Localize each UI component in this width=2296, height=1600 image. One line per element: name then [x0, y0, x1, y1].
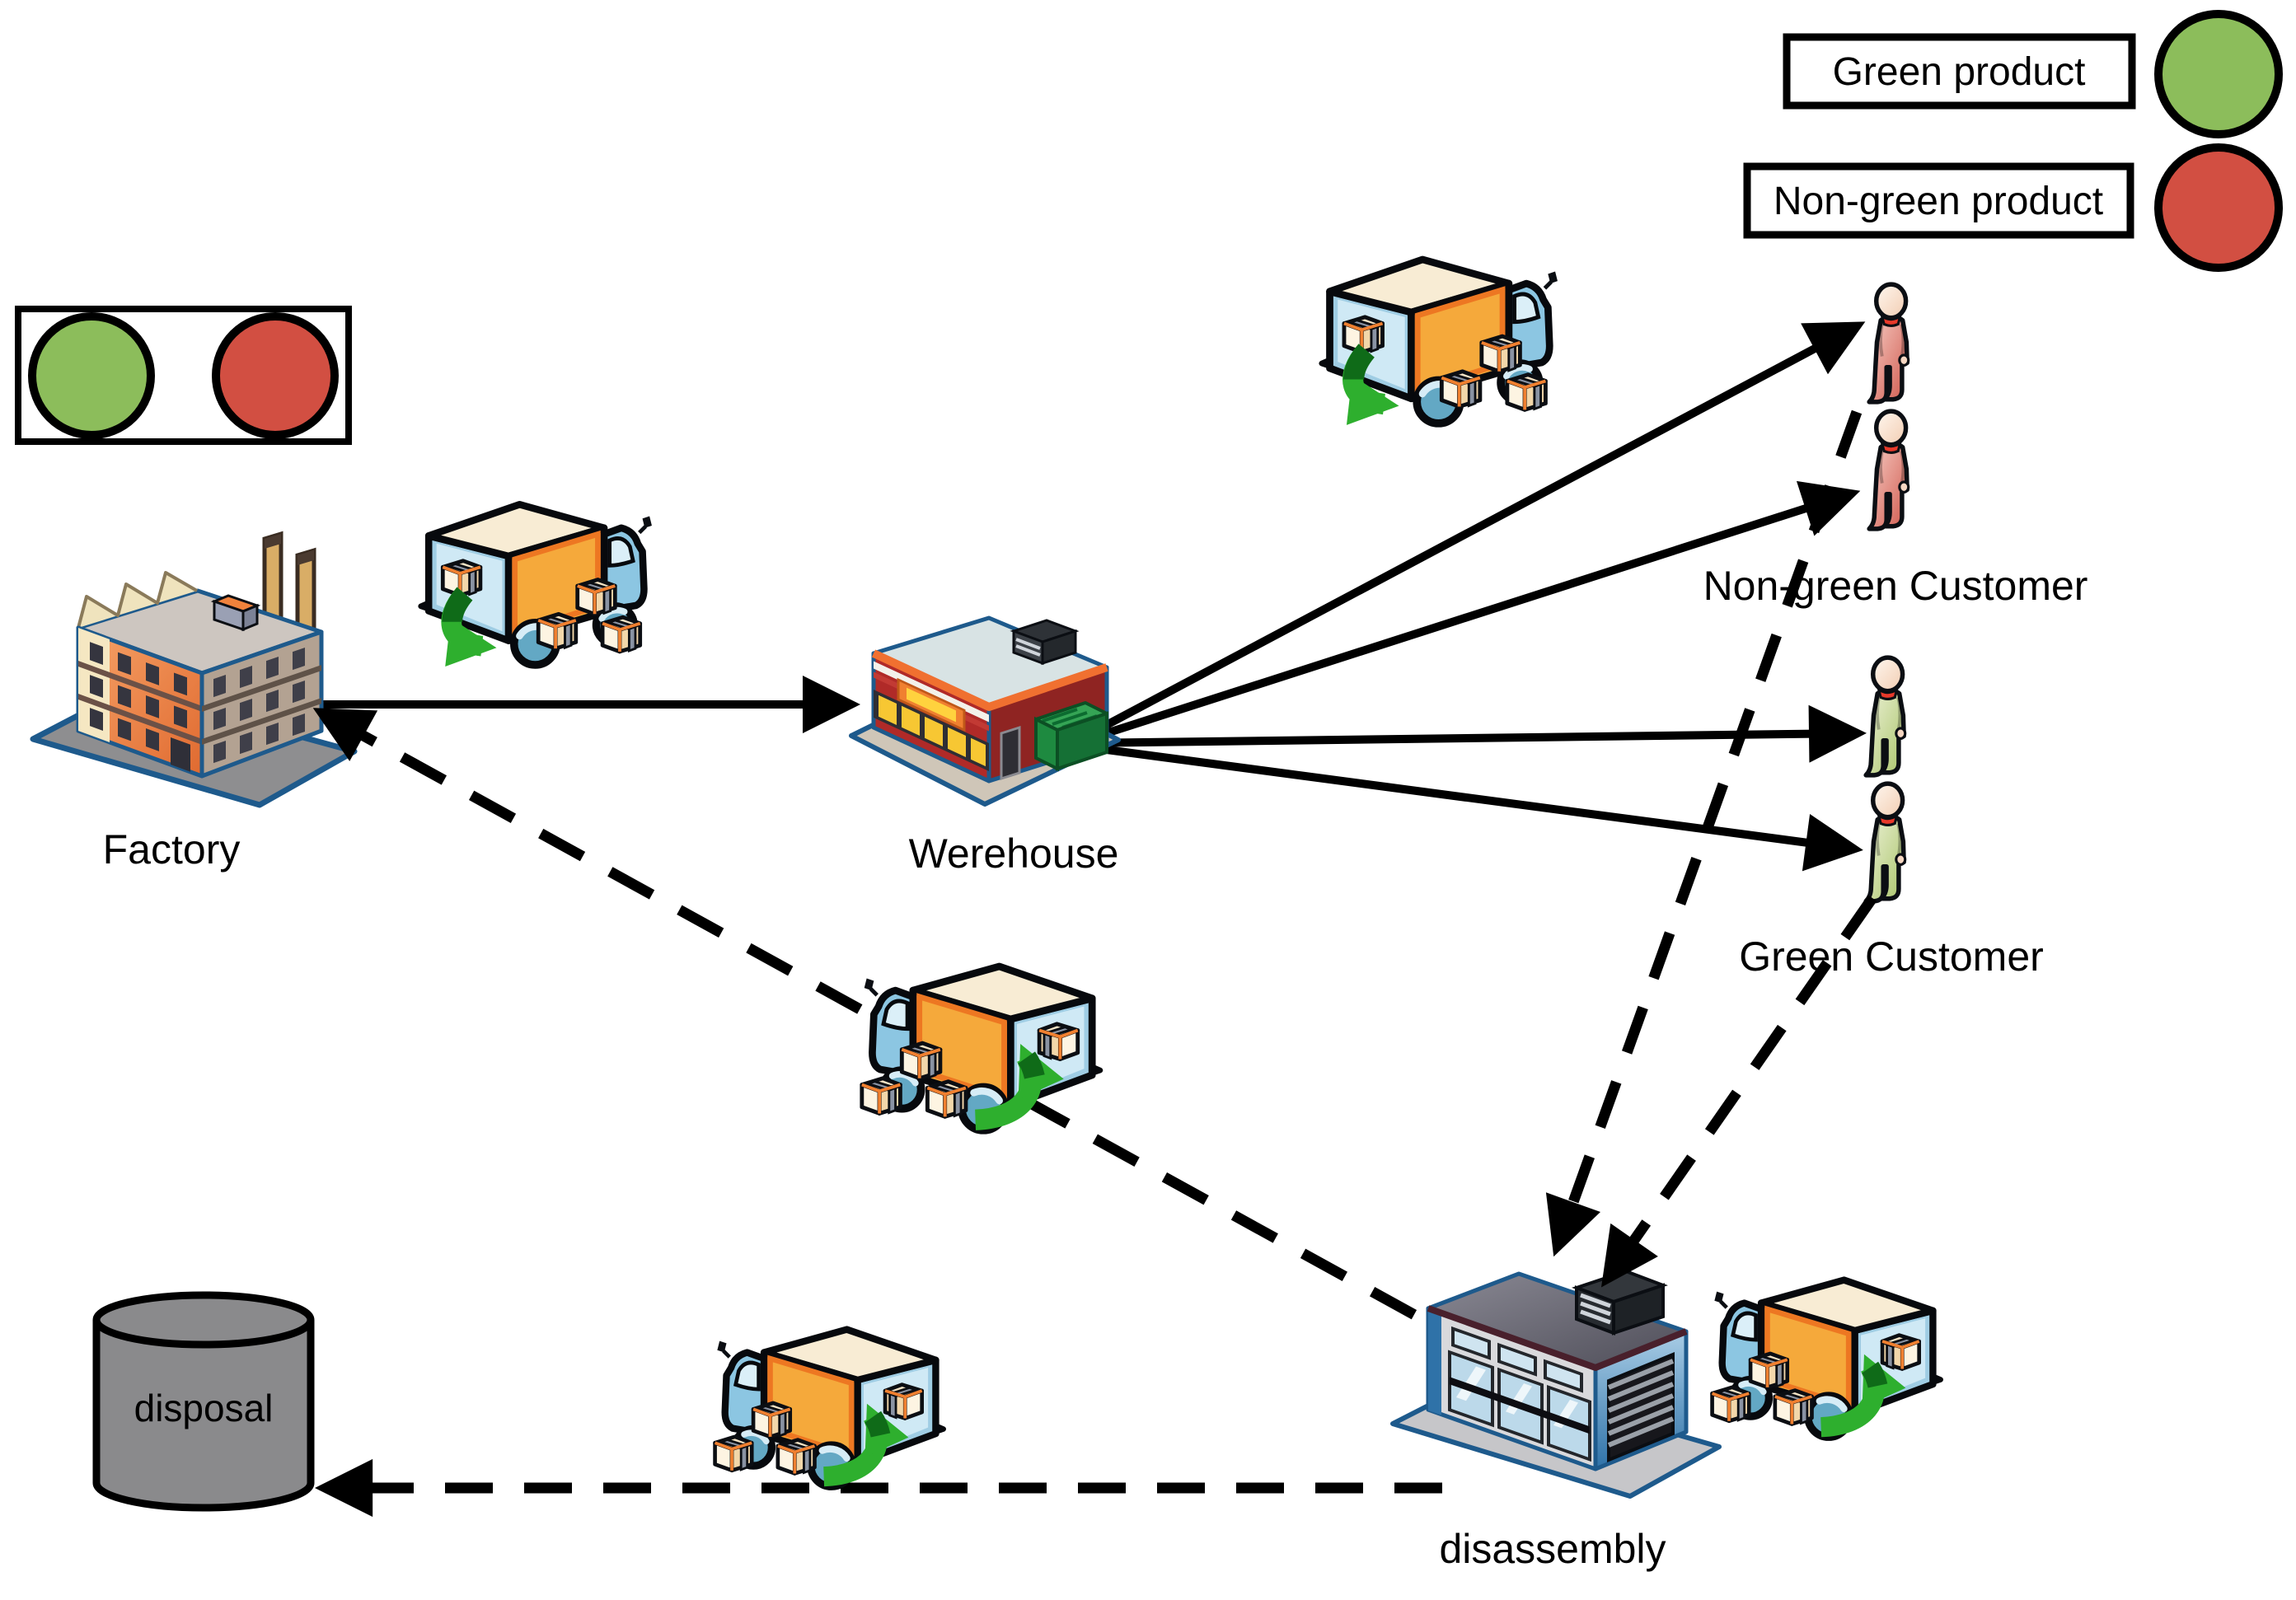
disposal-label: disposal: [134, 1387, 274, 1429]
legend-nongreen-box: [1743, 162, 2134, 239]
edge-warehouse-green-2: [1075, 742, 1863, 872]
legend-green-box: [1783, 33, 2136, 110]
truck-disassembly-to-disposal: [715, 1330, 944, 1487]
truck-disassembly-to-factory: [862, 966, 1100, 1130]
factory-label: Factory: [103, 826, 241, 873]
legend: Green product Non-green product: [1743, 10, 2283, 272]
warehouse-label: Werehouse: [909, 830, 1119, 877]
green-customer-1-icon: [1866, 657, 1905, 775]
key-green-circle: [28, 312, 155, 439]
labels: Factory Werehouse Non-green Customer Gre…: [103, 563, 2088, 1572]
truck-factory-to-warehouse: [421, 504, 652, 665]
color-key-box: [15, 306, 352, 445]
non-green-customer-2-icon: [1869, 411, 1909, 529]
legend-nongreen-circle: [2154, 143, 2283, 272]
disassembly-node: [1393, 1271, 1719, 1496]
edge-warehouse-nongreen-1: [1073, 321, 1866, 746]
key-red-circle: [212, 312, 339, 439]
truck-warehouse-to-customers: [1322, 260, 1558, 423]
factory-node: [33, 534, 354, 805]
edges-base: [297, 676, 1442, 1518]
edge-warehouse-green-1: [1075, 704, 1867, 763]
disposal-node: disposal: [92, 1291, 315, 1512]
non-green-customer-label: Non-green Customer: [1703, 563, 2088, 609]
legend-green-circle: [2154, 10, 2283, 138]
disassembly-label: disassembly: [1439, 1526, 1666, 1572]
legend-nongreen-label: Non-green product: [1774, 180, 2103, 223]
warehouse-node: [851, 618, 1118, 804]
legend-green-label: Green product: [1833, 50, 2086, 94]
truck-at-disassembly: [1713, 1280, 1941, 1438]
green-customer-2-icon: [1866, 784, 1905, 901]
edges-fan: [1073, 321, 1867, 872]
edge-warehouse-nongreen-2: [1074, 480, 1861, 747]
edges-return: [1545, 409, 1877, 1288]
non-green-customer-1-icon: [1869, 284, 1909, 402]
edge-nongreen-disassembly: [1545, 409, 1863, 1257]
disposal-cylinder-icon: [92, 1320, 315, 1512]
green-customer-label: Green Customer: [1739, 933, 2044, 980]
